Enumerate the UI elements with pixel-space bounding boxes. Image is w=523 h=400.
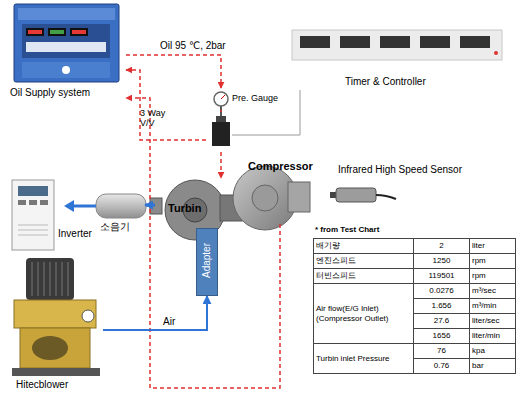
table-text: 1250 [433, 256, 451, 265]
node-label: Turbin [168, 202, 218, 215]
table-cell: bar [470, 359, 516, 374]
table-cell: kpa [470, 344, 516, 359]
spec-table: 배기량 2 liter 엔진스피드 1250 rpm 터빈스피드 119501 rpmAir f… [313, 238, 516, 374]
machine-node: Oil Supply system [8, 4, 126, 100]
table-text: 1656 [433, 331, 451, 340]
table-text: 119501 [428, 271, 454, 280]
table-cell: rpm [470, 269, 516, 284]
table-text: 1.656 [431, 301, 451, 310]
table-cell: 1250 [414, 254, 470, 269]
table-text: liter/sec [472, 316, 500, 325]
table-body: 배기량 2 liter 엔진스피드 1250 rpm 터빈스피드 119501 rpmAir f… [314, 239, 516, 374]
table-text: bar [472, 361, 484, 370]
table-cell: 터빈스피드 [314, 269, 414, 284]
table-cell: rpm [470, 254, 516, 269]
table-cell: 76 [414, 344, 470, 359]
node-label: 3 Way V/V [140, 108, 180, 129]
table-cell: 배기량 [314, 239, 414, 254]
table-row: 1656 liter/min [314, 329, 516, 344]
table-cell: 1.656 [414, 299, 470, 314]
inverter-unit [12, 180, 54, 250]
oil-supply-machine [14, 4, 119, 82]
table-text: 2 [439, 241, 443, 250]
turbocharger [150, 166, 310, 240]
table-note: * from Test Chart [315, 225, 379, 234]
oil-line [220, 110, 222, 112]
sensor-node: Infrared High Speed Sensor [330, 162, 480, 208]
table-text: rpm [472, 271, 486, 280]
table-text: Turbin inlet Pressure [316, 354, 390, 363]
table-text: m³/sec [472, 286, 496, 295]
control-wire [232, 90, 300, 135]
table-cell: 1656 [414, 329, 470, 344]
oil-feed-line [220, 152, 222, 178]
edge-label: Oil 95 ℃, 2bar [160, 40, 270, 52]
blower-node: Hitecblower [8, 255, 103, 393]
table-cell: 0.76 [414, 359, 470, 374]
adapter-node: Adapter [196, 228, 218, 296]
oil-drain-line [126, 98, 280, 388]
edge-label: Air [163, 316, 193, 328]
valve-node: 3 Way V/V [206, 112, 232, 152]
table-cell: liter/min [470, 329, 516, 344]
three-way-valve [212, 116, 230, 146]
table-cell: 119501 [414, 269, 470, 284]
node-label: Compressor [248, 160, 318, 173]
table-text: liter [472, 241, 485, 250]
table-row: 배기량 2 liter [314, 239, 516, 254]
node-label: Adapter [201, 243, 213, 278]
turbine-node: Turbin [155, 178, 233, 228]
table-text: 0.76 [434, 361, 450, 370]
node-label: 소음기 [100, 221, 150, 233]
node-label: Oil Supply system [10, 87, 122, 99]
table-text: 0.0276 [429, 286, 453, 295]
gauge-node: Pre. Gauge [214, 88, 294, 110]
table-row: Turbin inlet Pressure76kpa [314, 344, 516, 359]
table-cell: m³/sec [470, 284, 516, 299]
timer-controller-panel [292, 30, 502, 60]
inverter-node: Inverter [8, 178, 90, 253]
node-label: Timer & Controller [345, 76, 475, 88]
table-cell: m³/min [470, 299, 516, 314]
data-table: 배기량 2 liter 엔진스피드 1250 rpm 터빈스피드 119501 rpmAir f… [313, 238, 516, 374]
table-text: m³/min [472, 301, 496, 310]
oil-return-line [126, 70, 206, 140]
node-label: Inverter [58, 228, 102, 240]
blower-unit [12, 258, 100, 376]
compressor-node: Compressor [235, 158, 310, 224]
table-cell: 0.0276 [414, 284, 470, 299]
table-text: 76 [437, 346, 446, 355]
table-cell: Air flow(E/G Inlet) (Compressor Outlet) [314, 284, 414, 344]
table-cell: liter [470, 239, 516, 254]
table-text: kpa [472, 346, 485, 355]
table-text: 엔진스피드 [316, 256, 356, 265]
table-text: Air flow(E/G Inlet) (Compressor Outlet) [316, 304, 388, 323]
controller-node: Timer & Controller [290, 28, 505, 90]
pressure-gauge [214, 92, 228, 122]
table-cell: 27.6 [414, 314, 470, 329]
table-text: 27.6 [434, 316, 450, 325]
exhaust-line [145, 204, 155, 207]
table-cell: Turbin inlet Pressure [314, 344, 414, 374]
table-cell: 2 [414, 239, 470, 254]
table-text: 배기량 [316, 241, 340, 250]
air-line [103, 296, 207, 330]
node-label: Infrared High Speed Sensor [338, 164, 483, 176]
table-text: rpm [472, 256, 486, 265]
table-row: 엔진스피드 1250 rpm [314, 254, 516, 269]
table-row: Air flow(E/G Inlet) (Compressor Outlet)0… [314, 284, 516, 299]
node-label: Pre. Gauge [232, 93, 294, 103]
table-text: 터빈스피드 [316, 271, 356, 280]
table-text: liter/min [472, 331, 500, 340]
node-label: Hitecblower [16, 379, 96, 391]
table-row: 터빈스피드 119501 rpm [314, 269, 516, 284]
muffler [64, 194, 146, 218]
muffler-node: 소음기 [92, 192, 145, 236]
speed-sensor [330, 188, 396, 202]
table-cell: liter/sec [470, 314, 516, 329]
table-cell: 엔진스피드 [314, 254, 414, 269]
